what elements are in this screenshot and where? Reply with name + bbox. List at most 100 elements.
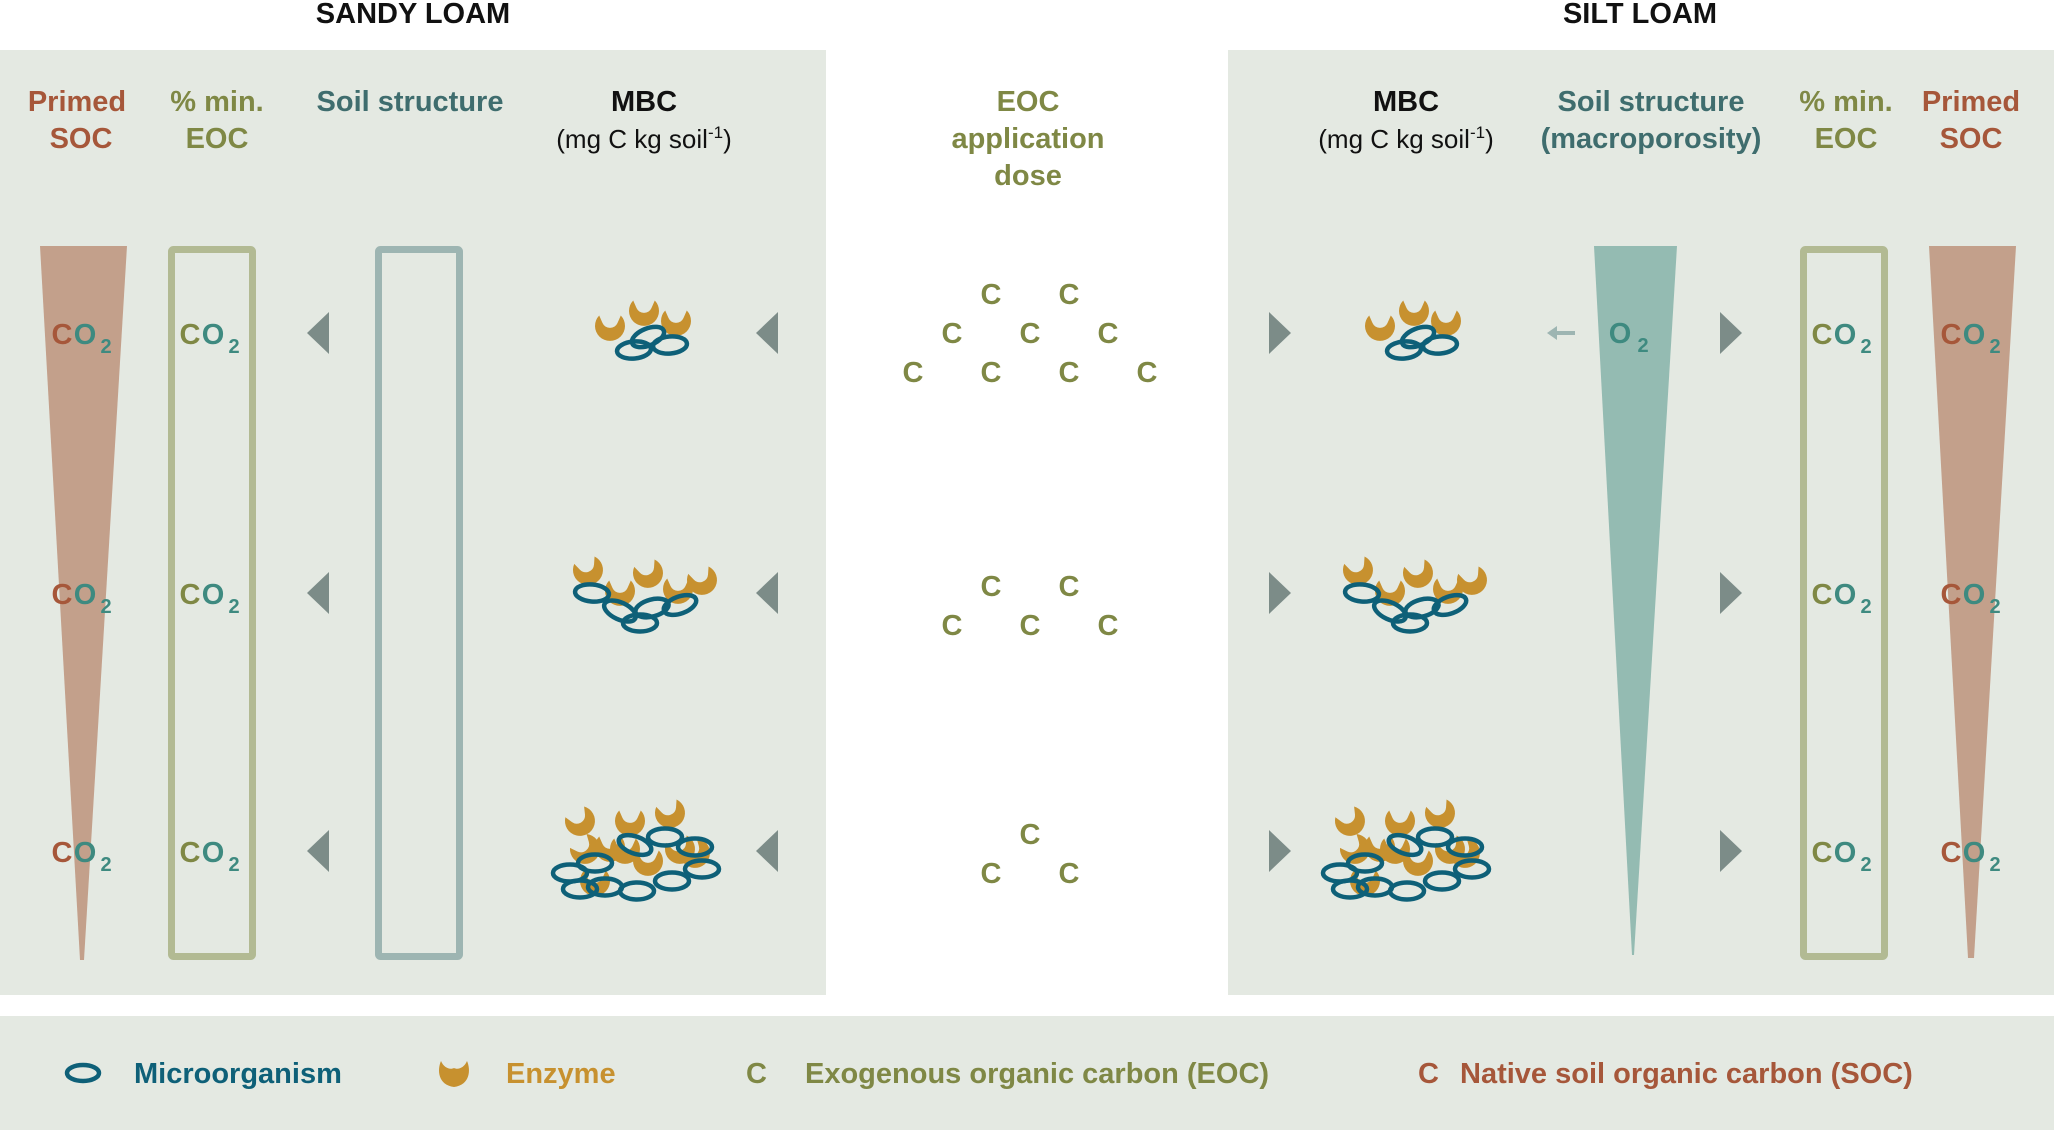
unit-text: (mg C kg soil: [556, 124, 708, 154]
mbc-cluster-right-medium: [1342, 556, 1487, 634]
arrow-right-icon: [1269, 572, 1291, 614]
legend: Microorganism Enzyme C Exogenous organic…: [64, 1058, 1913, 1090]
microorganism-icon: [650, 334, 690, 356]
microorganism-icon: [1342, 582, 1382, 604]
arrow-right-icon: [1269, 312, 1291, 354]
unit-close: ): [723, 124, 732, 154]
co2-o: O: [74, 319, 97, 351]
eoc-carbon: C: [1137, 357, 1158, 389]
co2-o: O: [1963, 319, 1986, 351]
eoc-carbon-icon: C: [746, 1058, 767, 1090]
mbc-unit: (mg C kg soil-1): [1318, 123, 1494, 154]
microorganism-icon: [1371, 598, 1409, 624]
enzyme-icon: [1365, 315, 1395, 341]
header-line: % min.: [1799, 86, 1892, 118]
co2-subscript: 2: [100, 854, 111, 876]
co2-subscript: 2: [1989, 336, 2000, 358]
header-line: Primed: [1922, 86, 2020, 118]
legend-label: Microorganism: [134, 1058, 342, 1090]
co2-o: O: [1963, 837, 1986, 869]
mbc-unit: (mg C kg soil-1): [556, 123, 732, 154]
arrow-left-icon: [756, 830, 778, 872]
legend-label: Exogenous organic carbon (EOC): [805, 1058, 1269, 1090]
co2-c: C: [180, 579, 201, 611]
mbc-cluster-left-medium: [572, 556, 717, 634]
co2-subscript: 2: [228, 854, 239, 876]
co2-c: C: [180, 837, 201, 869]
microorganism-icon: [645, 826, 685, 848]
right-header-min-eoc: % min. EOC: [1799, 86, 1892, 155]
enzyme-icon: [1456, 566, 1487, 595]
co2-c: C: [1941, 319, 1962, 351]
microorganism-icon: [1415, 826, 1455, 848]
microorganism-icon: [620, 612, 660, 634]
legend-label: Enzyme: [506, 1058, 616, 1090]
microorganism-icon: [616, 832, 654, 858]
enzyme-icon: [1433, 578, 1463, 604]
microorganism-icon: [1445, 836, 1485, 858]
arrow-right-icon: [1720, 312, 1742, 354]
co2-o: O: [202, 837, 225, 869]
eoc-carbon: C: [981, 858, 1002, 890]
o2-wedge-right: [1594, 246, 1677, 955]
min-eoc-box-left: [168, 246, 256, 960]
eoc-carbon: C: [1059, 858, 1080, 890]
microorganism-icon: [64, 1062, 102, 1084]
enzyme-icon: [595, 315, 625, 341]
co2-c: C: [1812, 579, 1833, 611]
microorganism-icon: [1422, 870, 1462, 892]
co2-c: C: [1812, 319, 1833, 351]
eoc-carbon: C: [903, 357, 924, 389]
eoc-carbon: C: [1020, 318, 1041, 350]
microorganism-icon: [1431, 592, 1469, 618]
legend-band: [0, 1016, 2054, 1130]
enzyme-icon: [661, 310, 691, 336]
enzyme-icon: [439, 1061, 469, 1087]
enzyme-icon: [654, 799, 685, 828]
o2-label: O 2: [1609, 318, 1649, 357]
co2-o: O: [74, 579, 97, 611]
eoc-carbon: C: [1020, 610, 1041, 642]
eoc-carbon: C: [1020, 819, 1041, 851]
co2-subscript: 2: [1860, 596, 1871, 618]
o2-diffusion-arrow-icon: [1547, 326, 1575, 340]
enzyme-icon: [615, 810, 645, 836]
header-line: (macroporosity): [1541, 123, 1762, 155]
co2-c: C: [1941, 837, 1962, 869]
left-header-primed-soc: Primed SOC: [28, 86, 126, 155]
co2-c: C: [52, 319, 73, 351]
left-header-soil-structure: Soil structure: [317, 86, 504, 118]
co2-c: C: [1812, 837, 1833, 869]
mbc-clusters: [550, 300, 1492, 902]
left-header-min-eoc: % min. EOC: [170, 86, 263, 155]
enzyme-icon: [1385, 810, 1415, 836]
microorganism-icon: [661, 592, 699, 618]
microorganism-icon: [614, 339, 654, 361]
enzyme-icon: [1402, 559, 1433, 588]
eoc-carbon: C: [1059, 279, 1080, 311]
header-line: Soil structure: [317, 86, 504, 118]
header-line: Soil structure: [1558, 86, 1745, 118]
co2-subscript: 2: [228, 596, 239, 618]
eoc-application-dose-header: EOC application dose: [951, 86, 1104, 192]
co2-c: C: [52, 579, 73, 611]
arrow-left-icon: [756, 572, 778, 614]
arrow-left-icon: [307, 572, 329, 614]
enzyme-icon: [1403, 850, 1433, 876]
right-header-primed-soc: Primed SOC: [1922, 86, 2020, 155]
primed-soc-wedge-left: [40, 246, 127, 960]
header-line: EOC: [997, 86, 1060, 118]
header-line: MBC: [611, 86, 677, 118]
